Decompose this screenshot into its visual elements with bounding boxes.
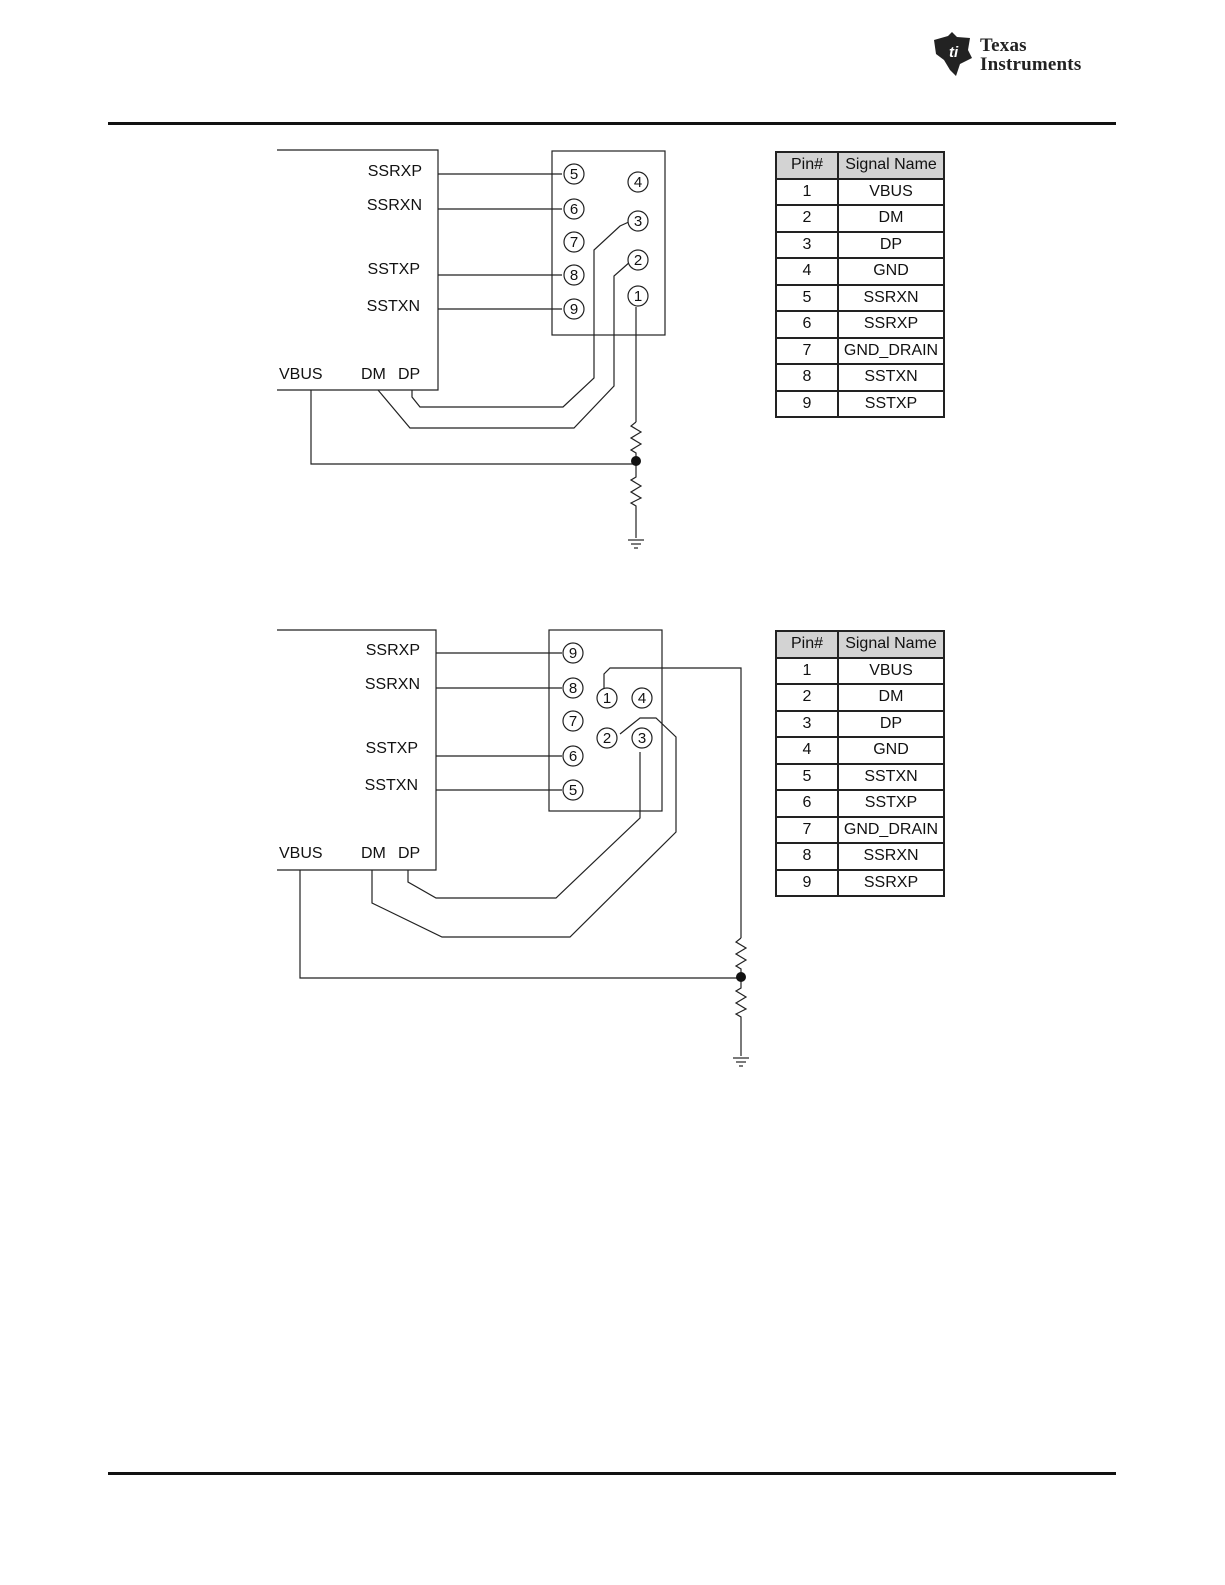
signal-cell: GND_DRAIN [838, 817, 944, 844]
chip-label-ssrxn: SSRXN [365, 676, 420, 693]
chip-label-sstxn: SSTXN [365, 777, 418, 794]
footer-rule [108, 1472, 1116, 1475]
pin-cell: 5 [776, 764, 838, 791]
chip-label-dm: DM [361, 845, 386, 862]
header-pin: Pin# [776, 631, 838, 658]
header-signal-name: Signal Name [838, 631, 944, 658]
pin-table-b: Pin# Signal Name 1VBUS 2DM 3DP 4GND 5SST… [775, 630, 945, 897]
pin-cell: 9 [776, 870, 838, 897]
chip-label-ssrxp: SSRXP [366, 642, 420, 659]
pin-number: 1 [603, 690, 611, 707]
signal-cell: SSRXN [838, 843, 944, 870]
pin-number: 9 [569, 645, 577, 662]
pin-cell: 7 [776, 817, 838, 844]
pin-number: 7 [569, 713, 577, 730]
signal-cell: SSRXP [838, 870, 944, 897]
pin-number: 8 [569, 680, 577, 697]
pin-cell: 3 [776, 711, 838, 738]
pin-cell: 8 [776, 843, 838, 870]
pin-cell: 1 [776, 658, 838, 685]
pin-number: 5 [569, 782, 577, 799]
pin-cell: 6 [776, 790, 838, 817]
chip-label-sstxp: SSTXP [366, 740, 418, 757]
pin-number: 3 [638, 730, 646, 747]
table-header-row: Pin# Signal Name [776, 631, 944, 658]
pin-number: 2 [603, 730, 611, 747]
signal-cell: VBUS [838, 658, 944, 685]
pin-number: 4 [638, 690, 646, 707]
pin-cell: 2 [776, 684, 838, 711]
signal-cell: DM [838, 684, 944, 711]
pin-number: 6 [569, 748, 577, 765]
signal-cell: SSTXN [838, 764, 944, 791]
signal-cell: SSTXP [838, 790, 944, 817]
signal-cell: GND [838, 737, 944, 764]
chip-label-vbus: VBUS [279, 845, 323, 862]
signal-cell: DP [838, 711, 944, 738]
junction-dot-b [736, 972, 746, 982]
pin-cell: 4 [776, 737, 838, 764]
chip-label-dp: DP [398, 845, 420, 862]
